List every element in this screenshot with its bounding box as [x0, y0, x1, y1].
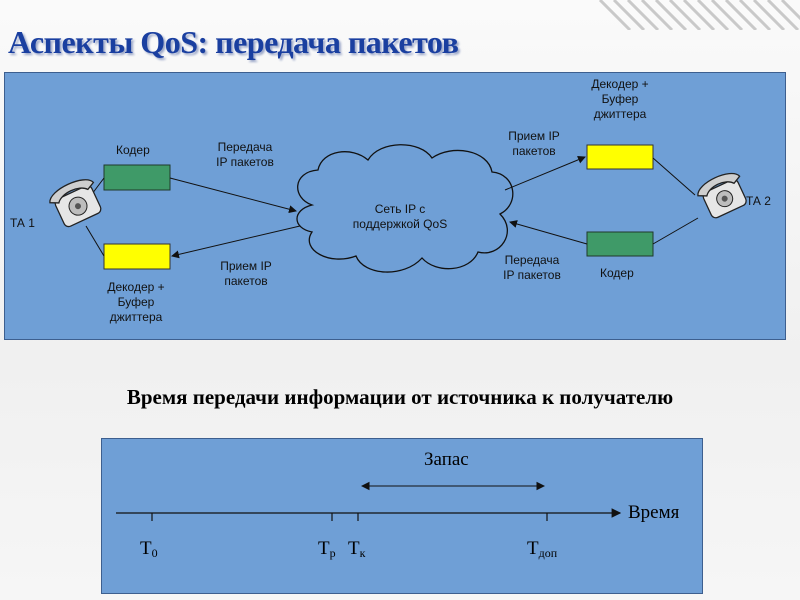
- terminal-label-right: ТА 2: [746, 194, 771, 208]
- left-send-arrow: [169, 177, 297, 214]
- left-decoder-box: [103, 243, 171, 270]
- left-receive-arrow: [171, 225, 301, 259]
- left-decoder-label: Декодер + Буфер джиттера: [107, 280, 165, 324]
- right-receive-arrow: [504, 155, 586, 191]
- ta2-to-decoder-line: [652, 157, 696, 196]
- left-send-label: Передача IP пакетов: [216, 140, 274, 169]
- right-decoder-label: Декодер + Буфер джиттера: [591, 77, 649, 121]
- slide-title: Аспекты QoS: передача пакетов: [8, 24, 459, 60]
- right-send-arrow: [509, 220, 588, 245]
- right-send-label: Передача IP пакетов: [503, 253, 561, 282]
- time-axis-label: Время: [628, 502, 680, 523]
- left-coder-label: Кодер: [116, 143, 150, 157]
- tick-label-tp: Tр: [318, 538, 336, 560]
- decorative-stripes: [598, 0, 800, 30]
- right-coder-label: Кодер: [600, 266, 634, 280]
- timeline-caption: Время передачи информации от источника к…: [126, 385, 674, 409]
- phone-icon: [49, 179, 102, 228]
- network-cloud: [296, 144, 514, 273]
- margin-label: Запас: [424, 449, 469, 470]
- timeline-panel: [101, 438, 703, 594]
- left-coder-box: [103, 164, 171, 191]
- ta1-to-decoder-line: [85, 225, 105, 257]
- left-receive-label: Прием IP пакетов: [220, 259, 272, 288]
- tick-label-tk: Tк: [348, 538, 366, 560]
- ta2-to-coder-line: [652, 217, 699, 245]
- terminal-label-left: ТА 1: [10, 216, 35, 230]
- tick-label-tdop: Tдоп: [527, 538, 558, 560]
- tick-label-t0: T0: [140, 538, 158, 560]
- phone-icon: [697, 172, 747, 219]
- right-receive-label: Прием IP пакетов: [508, 129, 560, 158]
- right-decoder-box: [586, 144, 654, 170]
- network-label: Сеть IP с поддержкой QoS: [352, 202, 448, 231]
